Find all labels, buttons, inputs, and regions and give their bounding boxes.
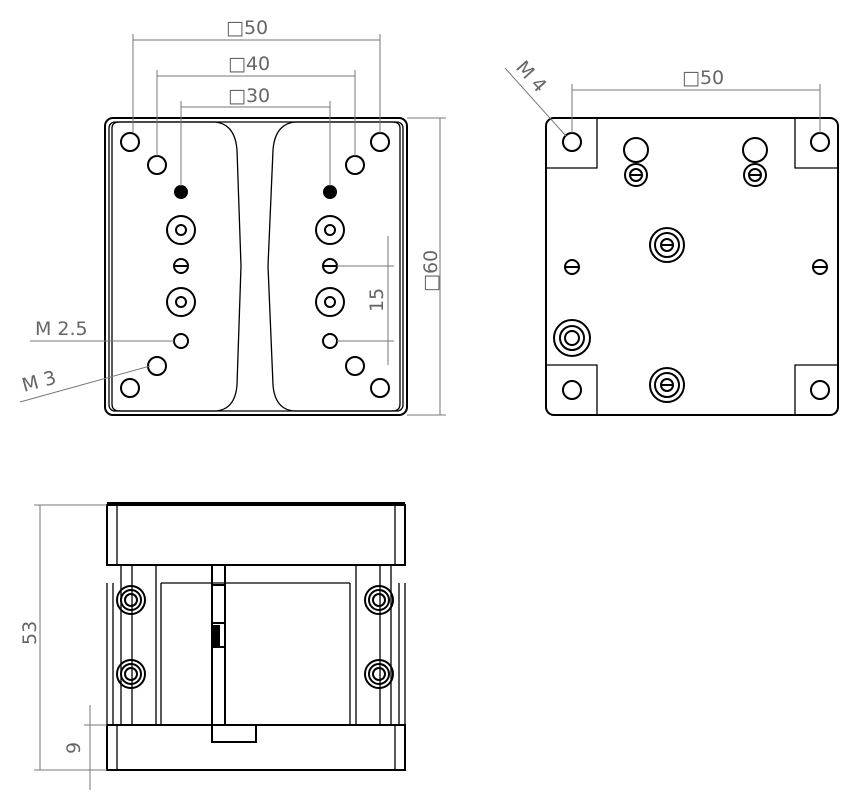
slider-notch (212, 625, 220, 647)
thread-m3-label: M 3 (20, 367, 59, 397)
frame-columns (106, 565, 406, 725)
dim-square-30: □30 (228, 85, 270, 107)
top-block (106, 504, 406, 566)
center-slider (211, 565, 405, 743)
dim-9: 9 (63, 742, 85, 754)
plate-outline (104, 117, 408, 416)
thread-m2-5-label: M 2.5 (35, 318, 88, 340)
base-outline (545, 117, 839, 416)
dim-square-60: □60 (420, 250, 442, 292)
dim-square-50: □50 (682, 67, 724, 89)
left-pocket (111, 121, 242, 412)
side-screws (116, 585, 394, 689)
dim-15: 15 (366, 288, 388, 312)
dimension-lines (19, 34, 446, 416)
dimension-lines (34, 504, 107, 790)
thread-m4-label: M 4 (511, 57, 550, 97)
dimension-lines (504, 67, 821, 137)
dim-square-40: □40 (228, 53, 270, 75)
dim-square-50: □50 (226, 17, 268, 39)
hole-pattern (120, 132, 390, 398)
side-view: 53 9 (19, 502, 406, 790)
plate-inner-edge (108, 121, 404, 412)
top-left-view: □50 □40 □30 □60 15 M 2.5 M 3 (19, 17, 446, 416)
dim-53: 53 (19, 621, 41, 645)
base-holes (553, 132, 830, 403)
right-pocket (267, 121, 401, 412)
top-right-view: □50 M 4 (504, 57, 839, 416)
corner-pads (546, 118, 838, 415)
